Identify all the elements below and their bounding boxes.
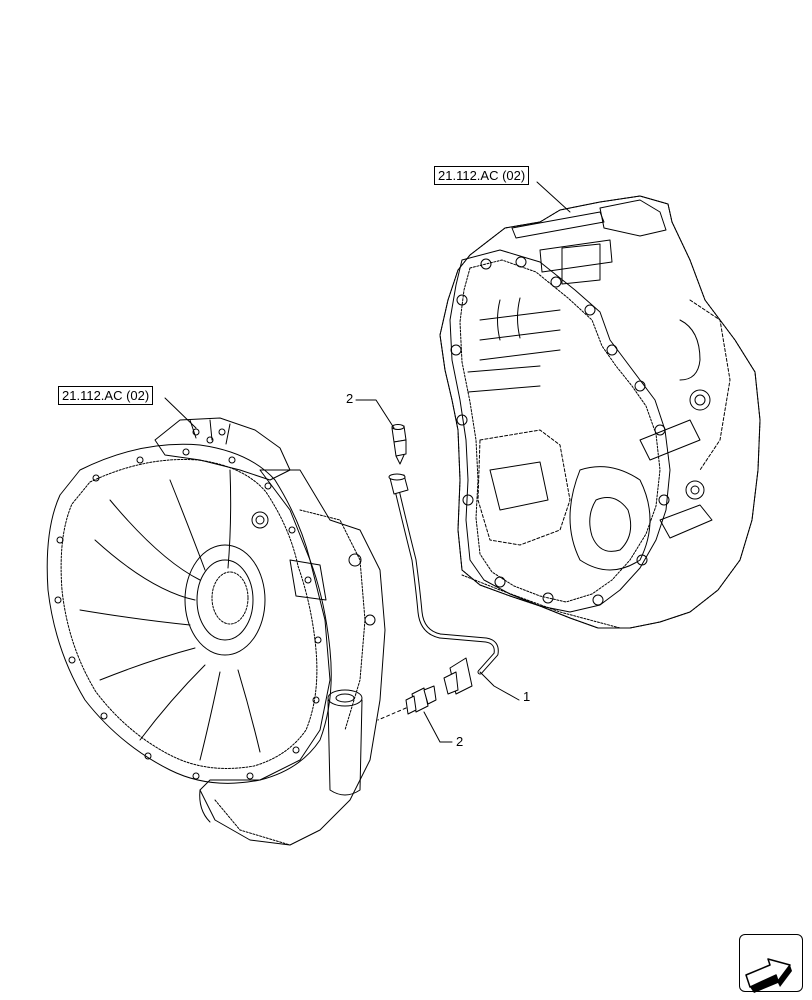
- reference-label-upper[interactable]: 21.112.AC (02): [434, 166, 530, 185]
- callout-part-1: 1: [523, 689, 531, 704]
- front-bell-housing: [46, 417, 386, 846]
- next-page-arrow-icon: [745, 958, 792, 993]
- rear-transmission-housing: [439, 195, 761, 629]
- leader-lines: [164, 181, 571, 743]
- oil-tube-assembly: [377, 424, 499, 721]
- reference-label-left[interactable]: 21.112.AC (02): [58, 386, 154, 405]
- callout-part-2-lower: 2: [456, 734, 464, 749]
- next-page-button[interactable]: [739, 934, 803, 993]
- callout-part-2-upper: 2: [346, 391, 354, 406]
